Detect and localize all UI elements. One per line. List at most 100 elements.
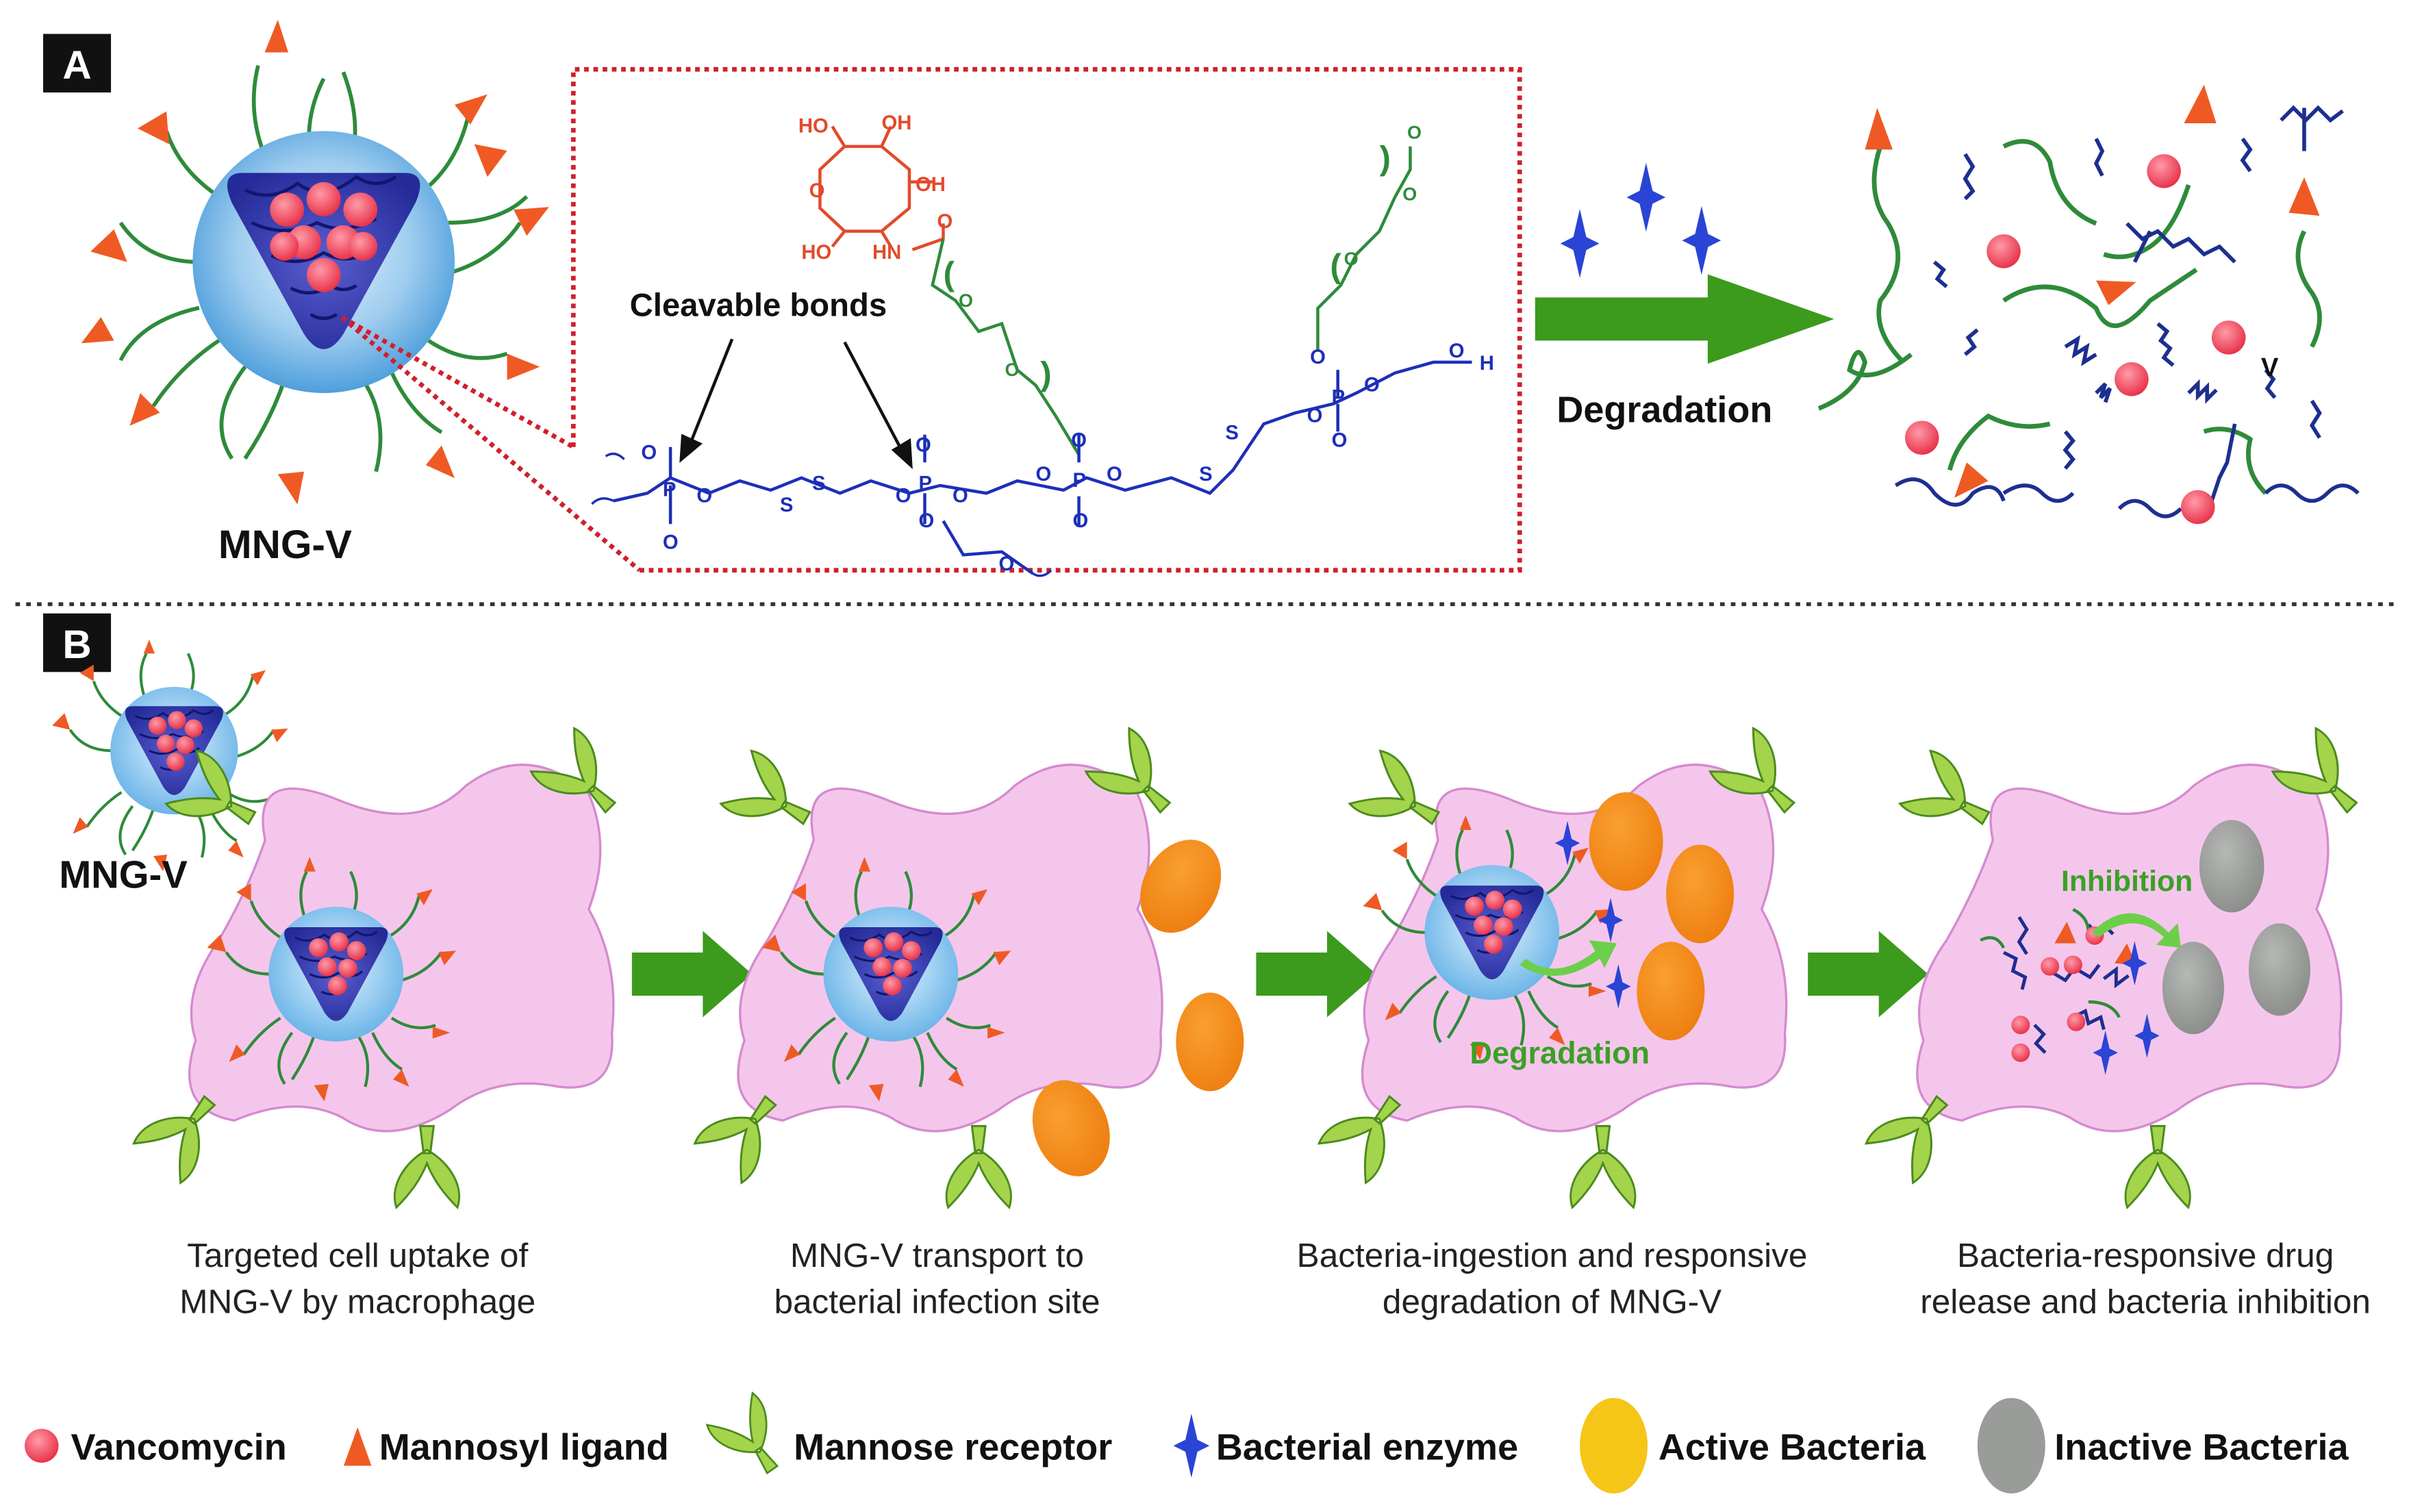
atom-o-p3a: O	[1036, 464, 1052, 486]
peg-bracket-2: )	[1040, 355, 1051, 393]
receptor-icon	[1897, 748, 2003, 847]
inactive-bacteria	[2199, 820, 2265, 913]
legend-bacterial-enzyme: Bacterial enzyme	[1216, 1426, 1518, 1467]
panel-b: B MNG-V	[43, 613, 2376, 1321]
atom-o-peg3: O	[1344, 249, 1359, 269]
atom-oh1: OH	[881, 112, 911, 134]
caption-2-line-2: bacterial infection site	[774, 1283, 1100, 1321]
inner-inhibition-label: Inhibition	[2061, 865, 2193, 898]
backbone-structure: O P O O S S O O P O O O O O P O O S S O …	[591, 340, 1494, 577]
cleavable-arrows	[679, 338, 913, 470]
inhibition-curved-arrow	[2091, 913, 2181, 948]
caption-1-line-2: MNG-V by macrophage	[179, 1283, 535, 1321]
green-receptor-icon	[705, 1391, 798, 1487]
atom-s2: S	[812, 473, 826, 495]
atom-o-peg2: O	[1005, 360, 1020, 380]
nanogel-label-a: MNG-V	[218, 522, 352, 567]
legend-mannose-receptor: Mannose receptor	[794, 1426, 1112, 1467]
receptor-icon	[393, 1124, 461, 1209]
atom-o-p4a: O	[1307, 405, 1323, 427]
atom-o-p2a: O	[896, 486, 911, 507]
peg-bracket-4: )	[1379, 140, 1390, 177]
degradation-curved-arrow	[1519, 940, 1617, 976]
atom-o-top2: O	[1407, 123, 1422, 143]
panel-a-letter-box	[43, 34, 112, 93]
atom-o-p2e: O	[999, 553, 1015, 575]
atom-ho2: HO	[801, 242, 831, 264]
panel-b-letter-box	[43, 613, 112, 672]
receptor-icon	[945, 1124, 1012, 1209]
stage-captions: Targeted cell uptake of MNG-V by macroph…	[179, 1237, 2371, 1321]
caption-4-line-1: Bacteria-responsive drug	[1957, 1237, 2334, 1274]
stage-arrow-1	[631, 931, 753, 1018]
stage-arrow-2	[1256, 931, 1376, 1018]
chemical-structure-box	[570, 66, 1522, 573]
atom-o-p1a: O	[641, 442, 657, 464]
inactive-bacteria	[2162, 942, 2224, 1035]
atom-o-p3c: O	[1107, 464, 1122, 486]
atom-o-p2d: O	[918, 510, 934, 532]
atom-o-p4b: O	[1310, 346, 1326, 368]
receptor-icon	[2124, 1124, 2191, 1209]
atom-o-ring: O	[809, 180, 825, 202]
zoom-line-top	[341, 315, 575, 449]
receptor-icon	[718, 748, 824, 847]
peg-bracket-1: (	[943, 255, 955, 292]
atom-o-p1b: O	[696, 486, 712, 507]
legend-inactive-bacteria: Inactive Bacteria	[2054, 1426, 2349, 1467]
enzyme-icon	[1560, 209, 1600, 279]
legend-active-bacteria: Active Bacteria	[1658, 1426, 1926, 1467]
active-bacteria	[1589, 792, 1663, 891]
caption-2-line-1: MNG-V transport to	[790, 1237, 1084, 1274]
enzyme-icon	[1626, 162, 1666, 232]
atom-hn: HN	[872, 242, 901, 264]
stage-3-cell: Degradation	[1316, 726, 1813, 1209]
receptor-icon	[1569, 1124, 1637, 1209]
panel-a: A MNG-V HO OH OH O HO HN O	[43, 20, 2360, 577]
blue-star-icon	[1173, 1413, 1210, 1478]
atom-oh2: OH	[916, 174, 946, 196]
atom-s4: S	[1225, 422, 1239, 444]
yellow-ellipse-icon	[1580, 1398, 1648, 1494]
atom-p2: P	[918, 473, 932, 495]
peg-bracket-3: (	[1330, 247, 1341, 285]
atom-o-p4c: O	[1364, 375, 1380, 396]
atom-o-p2c: O	[953, 486, 968, 507]
nanogel-small-b	[52, 640, 288, 871]
degradation-arrow	[1535, 274, 1834, 364]
peg-chain-right: O O O ( )	[1316, 123, 1422, 352]
inner-degradation-label: Degradation	[1470, 1035, 1650, 1070]
caption-4-line-2: release and bacteria inhibition	[1920, 1283, 2371, 1321]
atom-s1: S	[780, 494, 794, 516]
degraded-products: V	[1817, 84, 2360, 525]
atom-p1: P	[663, 479, 677, 501]
atom-p4: P	[1332, 387, 1346, 409]
caption-1-line-1: Targeted cell uptake of	[187, 1237, 528, 1274]
nanogel-label-b: MNG-V	[59, 853, 188, 896]
mannose-structure: HO OH OH O HO HN O	[798, 112, 953, 264]
atom-s3: S	[1199, 464, 1213, 486]
inactive-bacteria	[2248, 923, 2310, 1016]
active-bacteria	[1637, 942, 1705, 1041]
active-bacteria	[1666, 844, 1735, 944]
active-bacteria	[1032, 1080, 1110, 1176]
atom-o-p2b: O	[916, 434, 931, 456]
stage-4-cell: Inhibition	[1863, 726, 2376, 1209]
active-bacteria	[1176, 992, 1244, 1092]
caption-3-line-1: Bacteria-ingestion and responsive	[1297, 1237, 1808, 1274]
atom-o-p3b: O	[1071, 430, 1087, 452]
atom-p3: P	[1073, 470, 1087, 492]
legend: Vancomycin Mannosyl ligand Mannose recep…	[25, 1391, 2349, 1494]
active-bacteria	[1140, 840, 1222, 933]
red-dot-icon	[25, 1428, 59, 1463]
atom-o-p3d: O	[1073, 510, 1089, 532]
degradation-label-a: Degradation	[1556, 390, 1772, 431]
stage-2-cell	[692, 726, 1244, 1209]
atom-o-p1c: O	[663, 531, 679, 553]
legend-mannosyl-ligand: Mannosyl ligand	[379, 1426, 669, 1467]
gray-ellipse-icon	[1977, 1398, 2045, 1494]
orange-triangle-icon	[343, 1427, 372, 1466]
stage-1-cell	[131, 726, 634, 1209]
drug-label-v: V	[2261, 353, 2279, 382]
